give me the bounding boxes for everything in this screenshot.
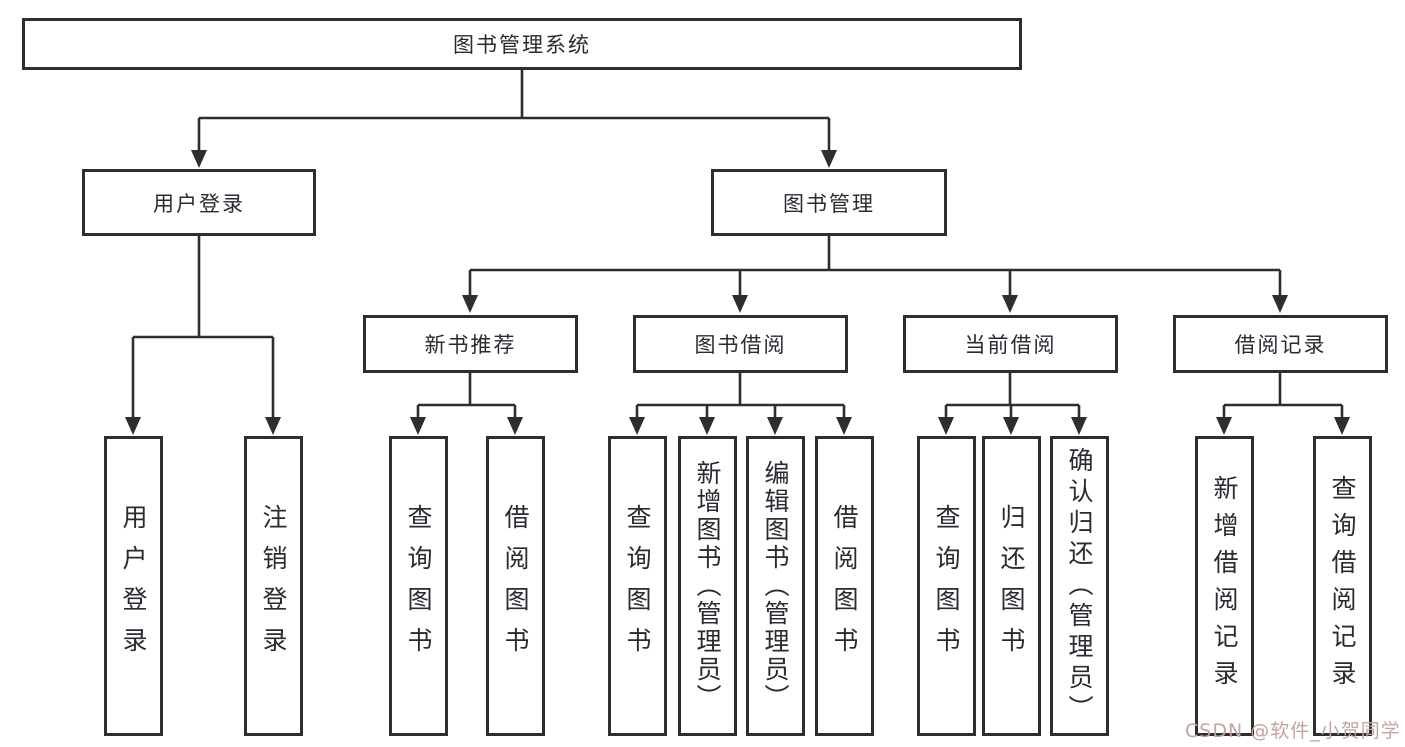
leaf-query-books-recommend: 查询图书 [389, 436, 448, 736]
leaf-add-borrow-record: 新增借阅记录 [1195, 436, 1254, 736]
node-current-borrowing: 当前借阅 [903, 315, 1118, 373]
leaf-confirm-return-admin: 确认归还（管理员） [1050, 436, 1109, 736]
node-borrowing-records: 借阅记录 [1173, 315, 1388, 373]
leaf-add-books-admin: 新增图书（管理员） [678, 436, 737, 736]
csdn-watermark: CSDN @软件_小贺同学 [1185, 720, 1401, 742]
leaf-edit-books-admin: 编辑图书（管理员） [746, 436, 805, 736]
node-new-book-recommendation: 新书推荐 [363, 315, 578, 373]
leaf-return-books: 归还图书 [982, 436, 1041, 736]
leaf-query-books-borrow: 查询图书 [608, 436, 667, 736]
node-book-borrowing: 图书借阅 [633, 315, 848, 373]
leaf-borrow-books-recommend: 借阅图书 [486, 436, 545, 736]
leaf-query-books-current: 查询图书 [917, 436, 976, 736]
node-book-management: 图书管理 [711, 169, 947, 236]
leaf-user-login: 用户登录 [104, 436, 163, 736]
leaf-logout: 注销登录 [244, 436, 303, 736]
leaf-query-borrow-record: 查询借阅记录 [1313, 436, 1372, 736]
node-library-management-system: 图书管理系统 [22, 18, 1022, 70]
leaf-borrow-books: 借阅图书 [815, 436, 874, 736]
node-user-login: 用户登录 [82, 169, 316, 236]
